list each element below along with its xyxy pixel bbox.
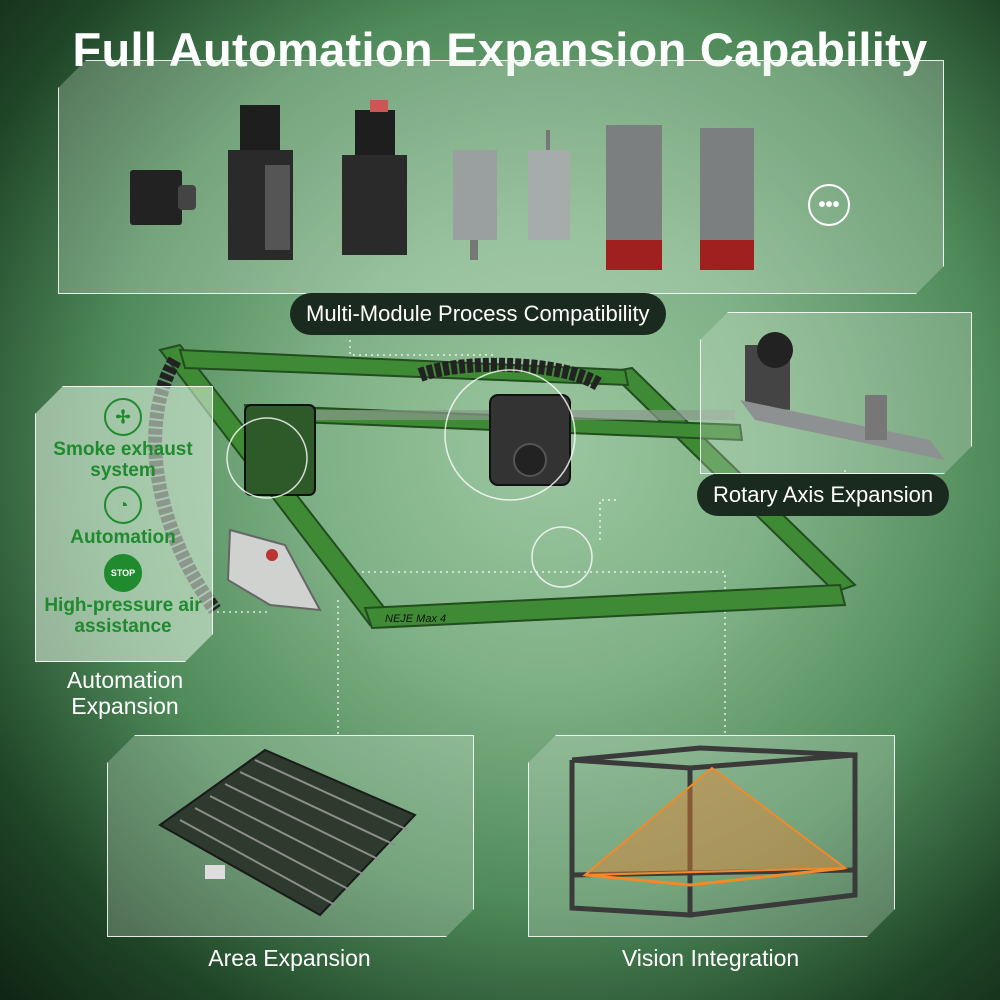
feature-label: High-pressure air assistance (44, 595, 202, 637)
automation-expansion-label: Automation Expansion (66, 667, 184, 719)
vision-integration-label: Vision Integration (621, 945, 800, 971)
feature-label: Smoke exhaust system (53, 439, 193, 481)
more-icon[interactable]: ••• (808, 184, 850, 226)
feature-smoke-exhaust: ✢ Smoke exhaust system (35, 398, 211, 481)
stop-icon: STOP (104, 554, 142, 592)
rotary-panel (700, 312, 972, 474)
vision-panel (528, 735, 895, 937)
brand-text: NEJE Max 4 (385, 613, 446, 625)
page-title: Full Automation Expansion Capability (72, 23, 928, 76)
feature-label: Automation (70, 527, 176, 548)
fan-icon: ✢ (104, 398, 142, 436)
modules-panel (58, 60, 944, 294)
multi-module-label: Multi-Module Process Compatibility (290, 293, 666, 335)
feature-air-assist: STOP High-pressure air assistance (35, 554, 211, 637)
rotary-label: Rotary Axis Expansion (697, 474, 950, 516)
gauge-icon: ◔ (104, 486, 142, 524)
area-expansion-label: Area Expansion (208, 945, 371, 971)
feature-automation: ◔ Automation (35, 486, 211, 548)
area-panel (107, 735, 474, 937)
module-images (130, 100, 754, 270)
